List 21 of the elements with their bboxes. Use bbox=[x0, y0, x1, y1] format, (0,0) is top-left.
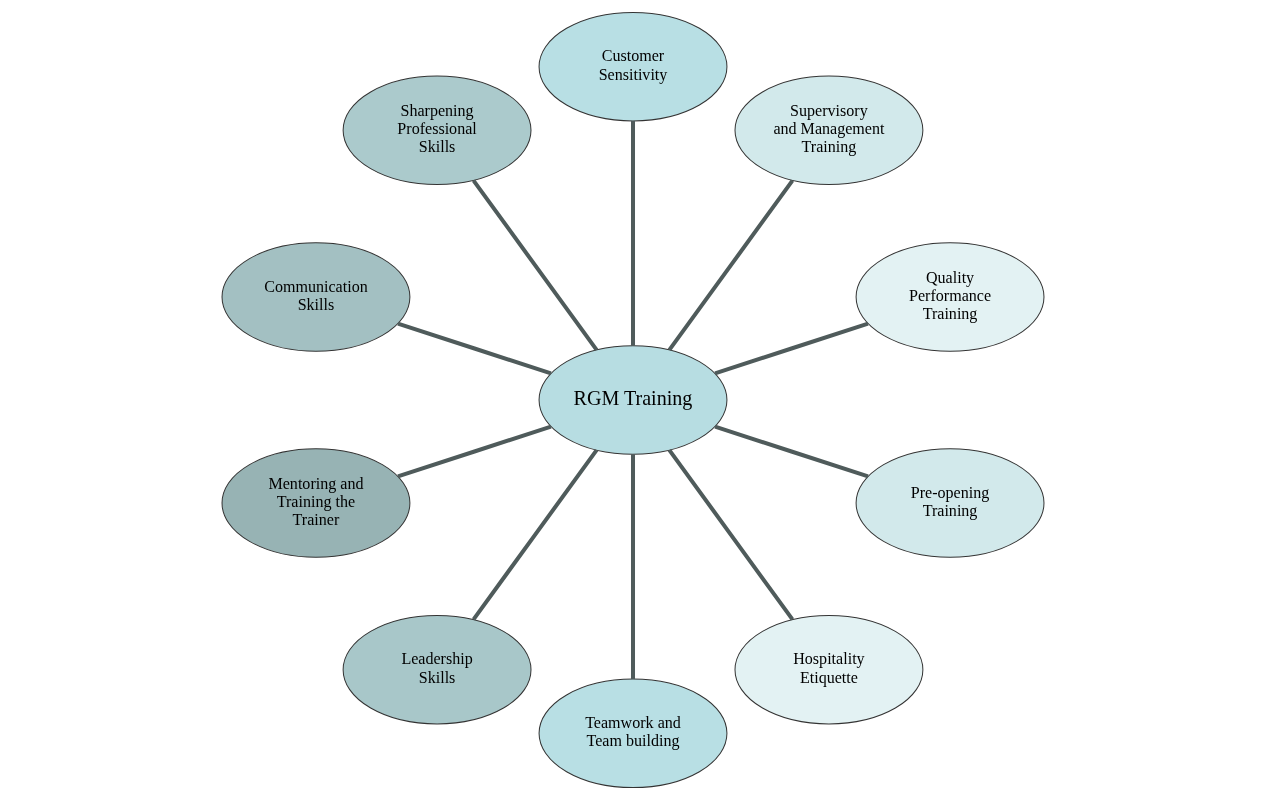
node-ellipse: Leadership Skills bbox=[342, 614, 531, 725]
node-ellipse: Mentoring and Training the Trainer bbox=[221, 448, 410, 558]
connector bbox=[713, 424, 869, 479]
node-ellipse: Sharpening Professional Skills bbox=[342, 75, 531, 186]
node-ellipse: Hospitality Etiquette bbox=[734, 614, 923, 725]
connector bbox=[713, 321, 869, 376]
node-ellipse: Teamwork and Team building bbox=[538, 678, 727, 789]
connector bbox=[471, 448, 598, 621]
connector bbox=[396, 321, 552, 376]
connector bbox=[630, 120, 635, 346]
connector bbox=[630, 454, 635, 680]
node-ellipse: Pre-opening Training bbox=[855, 448, 1044, 558]
node-ellipse: Customer Sensitivity bbox=[538, 11, 727, 122]
node-ellipse: RGM Training bbox=[538, 345, 727, 455]
node-ellipse: Supervisory and Management Training bbox=[734, 75, 923, 186]
node-ellipse: Communication Skills bbox=[221, 242, 410, 352]
connector bbox=[396, 424, 552, 479]
connector bbox=[471, 179, 598, 352]
connector bbox=[667, 179, 794, 352]
node-ellipse: Quality Performance Training bbox=[855, 242, 1044, 352]
connector bbox=[667, 448, 794, 621]
